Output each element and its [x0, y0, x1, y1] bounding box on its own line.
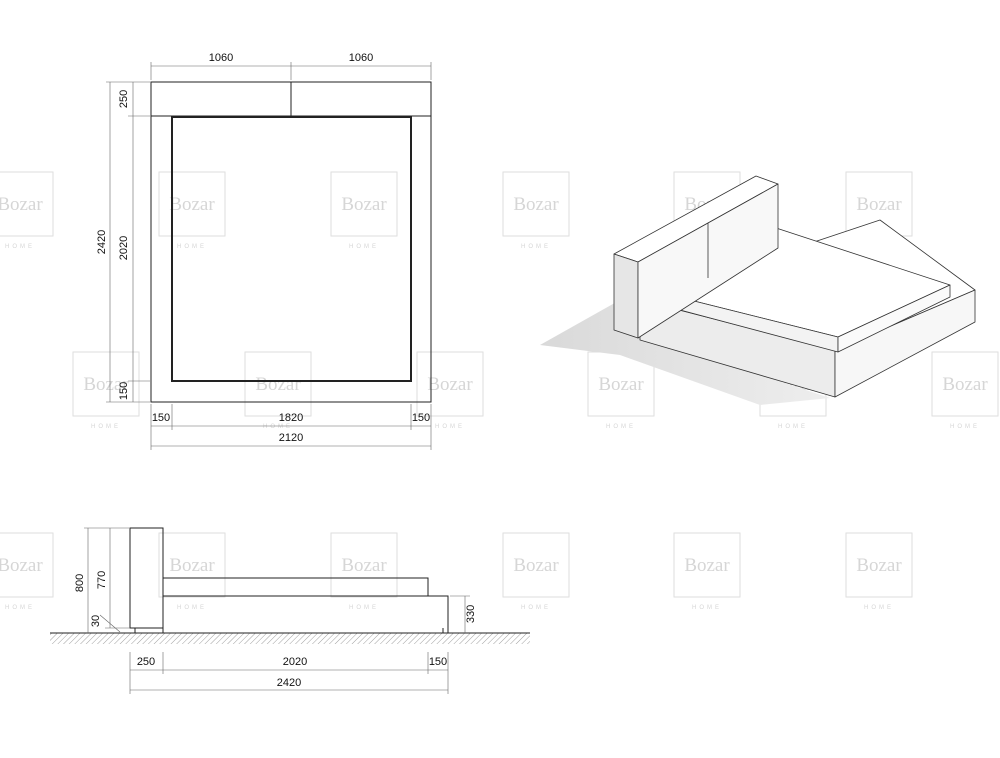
plan-left-inner-dim: 2020 — [118, 236, 130, 260]
svg-text:Bozar: Bozar — [427, 374, 473, 395]
svg-text:Bozar: Bozar — [341, 555, 387, 576]
iso-base-side — [834, 289, 976, 398]
side-height-base-dim: 330 — [465, 605, 477, 623]
svg-text:Bozar: Bozar — [942, 374, 988, 395]
svg-text:Bozar: Bozar — [513, 555, 559, 576]
plan-outline — [150, 81, 432, 403]
side-height-total-dim: 800 — [74, 574, 86, 592]
svg-text:Bozar: Bozar — [598, 374, 644, 395]
plan-top-right-dim: 1060 — [349, 52, 373, 64]
side-bottom-left-dim: 250 — [137, 656, 155, 668]
plan-view: 1060 1060 2420 250 2020 150 150 1820 150… — [96, 52, 432, 450]
svg-text:HOME: HOME — [864, 605, 894, 611]
iso-headboard-front — [613, 253, 639, 339]
svg-text:HOME: HOME — [521, 244, 551, 250]
svg-text:Bozar: Bozar — [0, 194, 43, 215]
side-mattress — [162, 577, 429, 597]
svg-text:Bozar: Bozar — [856, 555, 902, 576]
svg-text:Bozar: Bozar — [341, 194, 387, 215]
iso-mattress-side — [837, 284, 951, 353]
svg-text:Bozar: Bozar — [0, 555, 43, 576]
svg-text:HOME: HOME — [177, 244, 207, 250]
svg-text:HOME: HOME — [349, 605, 379, 611]
side-headboard — [129, 527, 164, 629]
svg-text:HOME: HOME — [177, 605, 207, 611]
svg-text:Bozar: Bozar — [255, 374, 301, 395]
svg-text:Bozar: Bozar — [856, 194, 902, 215]
plan-bottom-mid-dim: 1820 — [279, 412, 303, 424]
svg-text:HOME: HOME — [5, 605, 35, 611]
svg-text:HOME: HOME — [521, 605, 551, 611]
side-base — [162, 595, 449, 634]
side-view: 800 770 30 330 250 2020 150 2420 — [50, 527, 530, 694]
plan-bottom-left-dim: 150 — [152, 412, 170, 424]
svg-text:Bozar: Bozar — [83, 374, 129, 395]
side-height-headboard-dim: 770 — [96, 571, 108, 589]
svg-text:Bozar: Bozar — [169, 555, 215, 576]
side-bottom-right-dim: 150 — [429, 656, 447, 668]
svg-text:HOME: HOME — [5, 244, 35, 250]
svg-text:HOME: HOME — [435, 424, 465, 430]
svg-text:HOME: HOME — [950, 424, 980, 430]
plan-left-foot-dim: 150 — [118, 382, 130, 400]
floor-hatch — [50, 633, 530, 644]
plan-top-left-dim: 1060 — [209, 52, 233, 64]
svg-text:Bozar: Bozar — [684, 555, 730, 576]
isometric-view — [540, 175, 976, 405]
plan-mattress — [171, 116, 412, 382]
plan-bottom-total-dim: 2120 — [279, 432, 303, 444]
side-bottom-total-dim: 2420 — [277, 677, 301, 689]
svg-text:Bozar: Bozar — [169, 194, 215, 215]
svg-text:HOME: HOME — [606, 424, 636, 430]
svg-text:HOME: HOME — [778, 424, 808, 430]
svg-text:HOME: HOME — [349, 244, 379, 250]
svg-text:Bozar: Bozar — [513, 194, 559, 215]
plan-bottom-right-dim: 150 — [412, 412, 430, 424]
side-bottom-mid-dim: 2020 — [283, 656, 307, 668]
plan-left-total-dim: 2420 — [96, 230, 108, 254]
svg-text:HOME: HOME — [91, 424, 121, 430]
side-height-gap-dim: 30 — [90, 615, 102, 627]
watermark-grid: BozarHOMEBozarHOMEBozarHOMEBozarHOMEBoza… — [0, 171, 999, 611]
plan-left-headboard-dim: 250 — [118, 90, 130, 108]
svg-text:HOME: HOME — [692, 605, 722, 611]
svg-text:HOME: HOME — [263, 424, 293, 430]
